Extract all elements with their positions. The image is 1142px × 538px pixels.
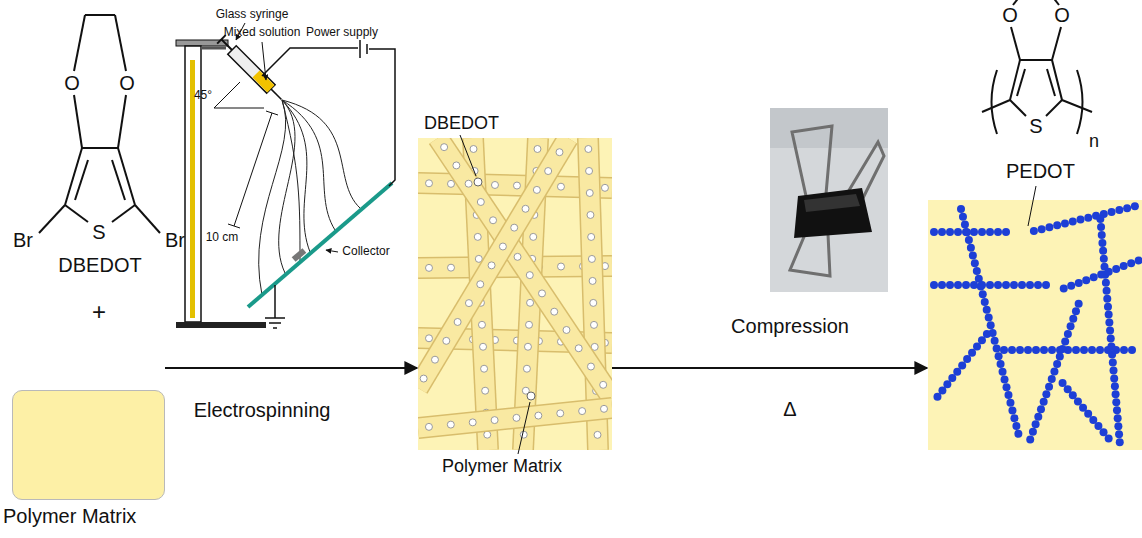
apparatus-label: Power supply — [306, 26, 378, 40]
pedot-network: PEDOT — [928, 200, 1142, 450]
atom-label: O — [119, 72, 135, 95]
apparatus-label: Mixed solution — [224, 26, 301, 40]
compound-name: PEDOT — [1006, 160, 1075, 183]
apparatus-label: Glass syringe — [216, 8, 289, 22]
component-label: DBEDOT — [424, 113, 499, 134]
binder-clip-photo — [770, 108, 888, 292]
pedot-chains — [928, 200, 1142, 450]
edge-label: Δ — [783, 398, 796, 421]
step-label: Compression — [731, 315, 849, 338]
polymer-matrix-box: Polymer Matrix — [12, 390, 165, 500]
atom-label: O — [1002, 4, 1018, 27]
process-arrow — [612, 367, 927, 369]
component-label: Polymer Matrix — [442, 456, 562, 477]
edge-label: Electrospinning — [194, 399, 331, 422]
atom-label: O — [1054, 4, 1070, 27]
compound-name: DBEDOT — [58, 254, 141, 277]
electrospinning-setup — [176, 23, 395, 328]
apparatus-label: Collector — [342, 245, 389, 259]
atom-label: S — [92, 221, 105, 244]
pedot-structure — [982, 0, 1092, 134]
dbedot-structure — [39, 15, 160, 233]
dimension-label: 10 cm — [206, 231, 239, 245]
process-arrow — [165, 367, 417, 369]
repeat-subscript: n — [1089, 131, 1099, 152]
plus-sign: + — [92, 298, 106, 326]
atom-label: S — [1029, 115, 1042, 138]
fiber-mat: DBEDOTPolymer Matrix — [418, 138, 612, 450]
angle-label: 45° — [194, 89, 212, 103]
fiber-drawing — [418, 138, 612, 450]
atom-label: Br — [165, 229, 185, 252]
atom-label: Br — [13, 229, 33, 252]
node-heading: Polymer Matrix — [3, 505, 136, 528]
atom-label: O — [64, 72, 80, 95]
